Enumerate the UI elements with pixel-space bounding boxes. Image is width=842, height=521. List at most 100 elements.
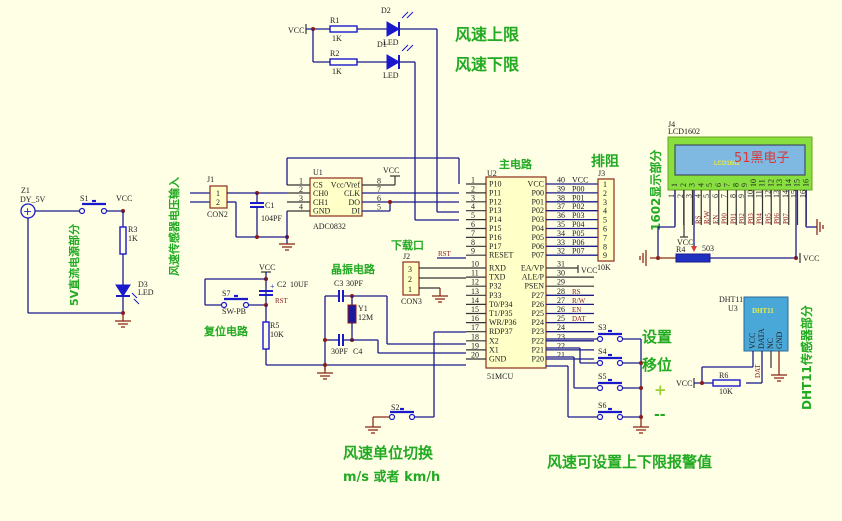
u2-pin-name: P12 <box>489 197 501 206</box>
shift-key-note: 移位 <box>642 356 672 374</box>
s1-switch[interactable] <box>78 199 108 215</box>
u2-pin-number: 17 <box>471 323 479 332</box>
j4-ref: J4 <box>668 120 675 129</box>
u2-pin-number: 11 <box>471 269 479 278</box>
u2-pin-name: P21 <box>532 345 544 354</box>
dht11-pin-name: NC <box>766 338 775 349</box>
lcd-pin-number-outer: 4 <box>693 194 702 198</box>
s3-key-switch[interactable] <box>596 329 624 343</box>
lcd-net-label: P00 <box>721 213 729 224</box>
u2-pin-name: P05 <box>532 233 544 242</box>
lcd-net-label: P05 <box>764 213 772 224</box>
s2-ref: S2 <box>391 403 399 412</box>
svg-text:1: 1 <box>216 189 220 198</box>
c2-value: 10UF <box>290 280 309 289</box>
u2-pin-number: 1 <box>471 176 475 185</box>
u2-pin-number: 30 <box>557 269 565 278</box>
lcd-net-label: RS <box>694 215 702 224</box>
dht11-pin-name: DATA <box>757 328 766 349</box>
u2-pin-number: 23 <box>557 332 565 341</box>
resistor-array-note: 排阻 <box>591 153 619 170</box>
r4-ref: R4 <box>676 245 685 254</box>
u2-pin-number: 5 <box>471 211 475 220</box>
lcd-pin-number: 7 <box>723 183 732 187</box>
lcd-net-label: P04 <box>756 213 764 224</box>
u2-pin-name: P25 <box>532 309 544 318</box>
u1-pin-number: 8 <box>377 177 381 186</box>
wind-sensor-input-note: 风速传感器电压输入 <box>167 177 181 276</box>
u2-pin-number: 4 <box>471 202 475 211</box>
j3-pin-number: 5 <box>603 216 607 225</box>
u2-net-label: P00 <box>572 184 584 193</box>
j3-resistor-array <box>597 178 615 262</box>
lcd-net-label: P01 <box>729 213 737 224</box>
u2-pin-number: 34 <box>557 229 565 238</box>
u1-pin-number: 1 <box>299 177 303 186</box>
s6-ref: S6 <box>598 401 606 410</box>
u2-pin-number: 9 <box>471 247 475 256</box>
lcd-pin-number-outer: 11 <box>755 190 764 198</box>
r5-value: 10K <box>270 330 284 339</box>
adc-section: 风速传感器电压输入 J1 1 2 CON2 C1 104PF <box>167 157 460 276</box>
y1-crystal <box>347 304 357 324</box>
r1-resistor <box>329 25 358 33</box>
u2-pin-name: VCC <box>528 180 544 189</box>
s2-unit-switch[interactable] <box>388 407 416 421</box>
plus-key-note: + <box>654 381 667 399</box>
s6-key-switch[interactable] <box>596 407 624 421</box>
u1-pin-number: 5 <box>377 203 381 212</box>
lcd-pin-number-outer: 9 <box>737 194 746 198</box>
lcd-pin-number: 6 <box>714 183 723 187</box>
u2-pin-number: 21 <box>557 351 565 360</box>
pot-wiper-icon <box>691 246 697 252</box>
u2-net-label: VCC <box>572 176 588 185</box>
d3-ref: D3 <box>138 280 148 289</box>
u1-pin-name: DO <box>348 198 360 207</box>
j3-pin-number: 4 <box>603 207 607 216</box>
s5-key-switch[interactable] <box>596 378 624 392</box>
lcd-pin-number: 15 <box>793 179 802 187</box>
r3-ref: R3 <box>128 225 137 234</box>
reset-section: VCC + C2 10UF RST S7 SW-PB R5 10K 复位电路 <box>203 263 466 366</box>
lcd-pin-number-outer: 7 <box>720 194 729 198</box>
r1-value: 1K <box>332 34 342 43</box>
u2-pin-name: P01 <box>532 197 544 206</box>
lcd-pin-number: 11 <box>758 179 767 187</box>
s3-ref: S3 <box>598 323 606 332</box>
dht11-body-label: DHT11 <box>752 307 774 315</box>
u2-pin-number: 37 <box>557 202 565 211</box>
u2-pin-name: P15 <box>489 224 501 233</box>
u2-pin-name: P07 <box>532 251 544 260</box>
ground-icon <box>279 243 295 251</box>
svg-text:3: 3 <box>408 265 412 274</box>
u2-pin-name: ALE/P <box>522 273 545 282</box>
j3-pin-number: 9 <box>603 251 607 260</box>
j3-value: 10K <box>597 263 611 272</box>
u2-pin-name: RDP37 <box>489 327 513 336</box>
power-section: Z1 DY_5V + S1 VCC R3 1K D3 LED <box>20 186 154 328</box>
j3-pin-number: 3 <box>603 198 607 207</box>
u2-pin-name: X1 <box>489 345 499 354</box>
ground-icon <box>115 313 131 328</box>
u1-pin-name: CH1 <box>313 198 328 207</box>
s7-reset-switch[interactable] <box>220 294 250 309</box>
d1-led-icon <box>386 54 400 70</box>
alarm-setting-note: 风速可设置上下限报警值 <box>547 453 712 471</box>
u2-pin-name: P20 <box>532 355 544 364</box>
u2-value: 51MCU <box>487 372 513 381</box>
u2-pin-number: 6 <box>471 220 475 229</box>
r5-resistor <box>262 321 270 350</box>
unit-switch-units: m/s 或者 km/h <box>343 469 440 485</box>
u1-pin-number: 3 <box>299 194 303 203</box>
r2-resistor <box>329 58 358 66</box>
j1-connector <box>209 185 228 209</box>
s4-key-switch[interactable] <box>596 353 624 367</box>
r3-value: 1K <box>128 234 138 243</box>
u1-ref: U1 <box>313 168 323 177</box>
main-circuit-note: 主电路 <box>499 157 533 171</box>
u1-pin-name: Vcc/Vref <box>331 181 361 190</box>
r4-potentiometer <box>675 253 711 263</box>
r1-ref: R1 <box>330 16 339 25</box>
